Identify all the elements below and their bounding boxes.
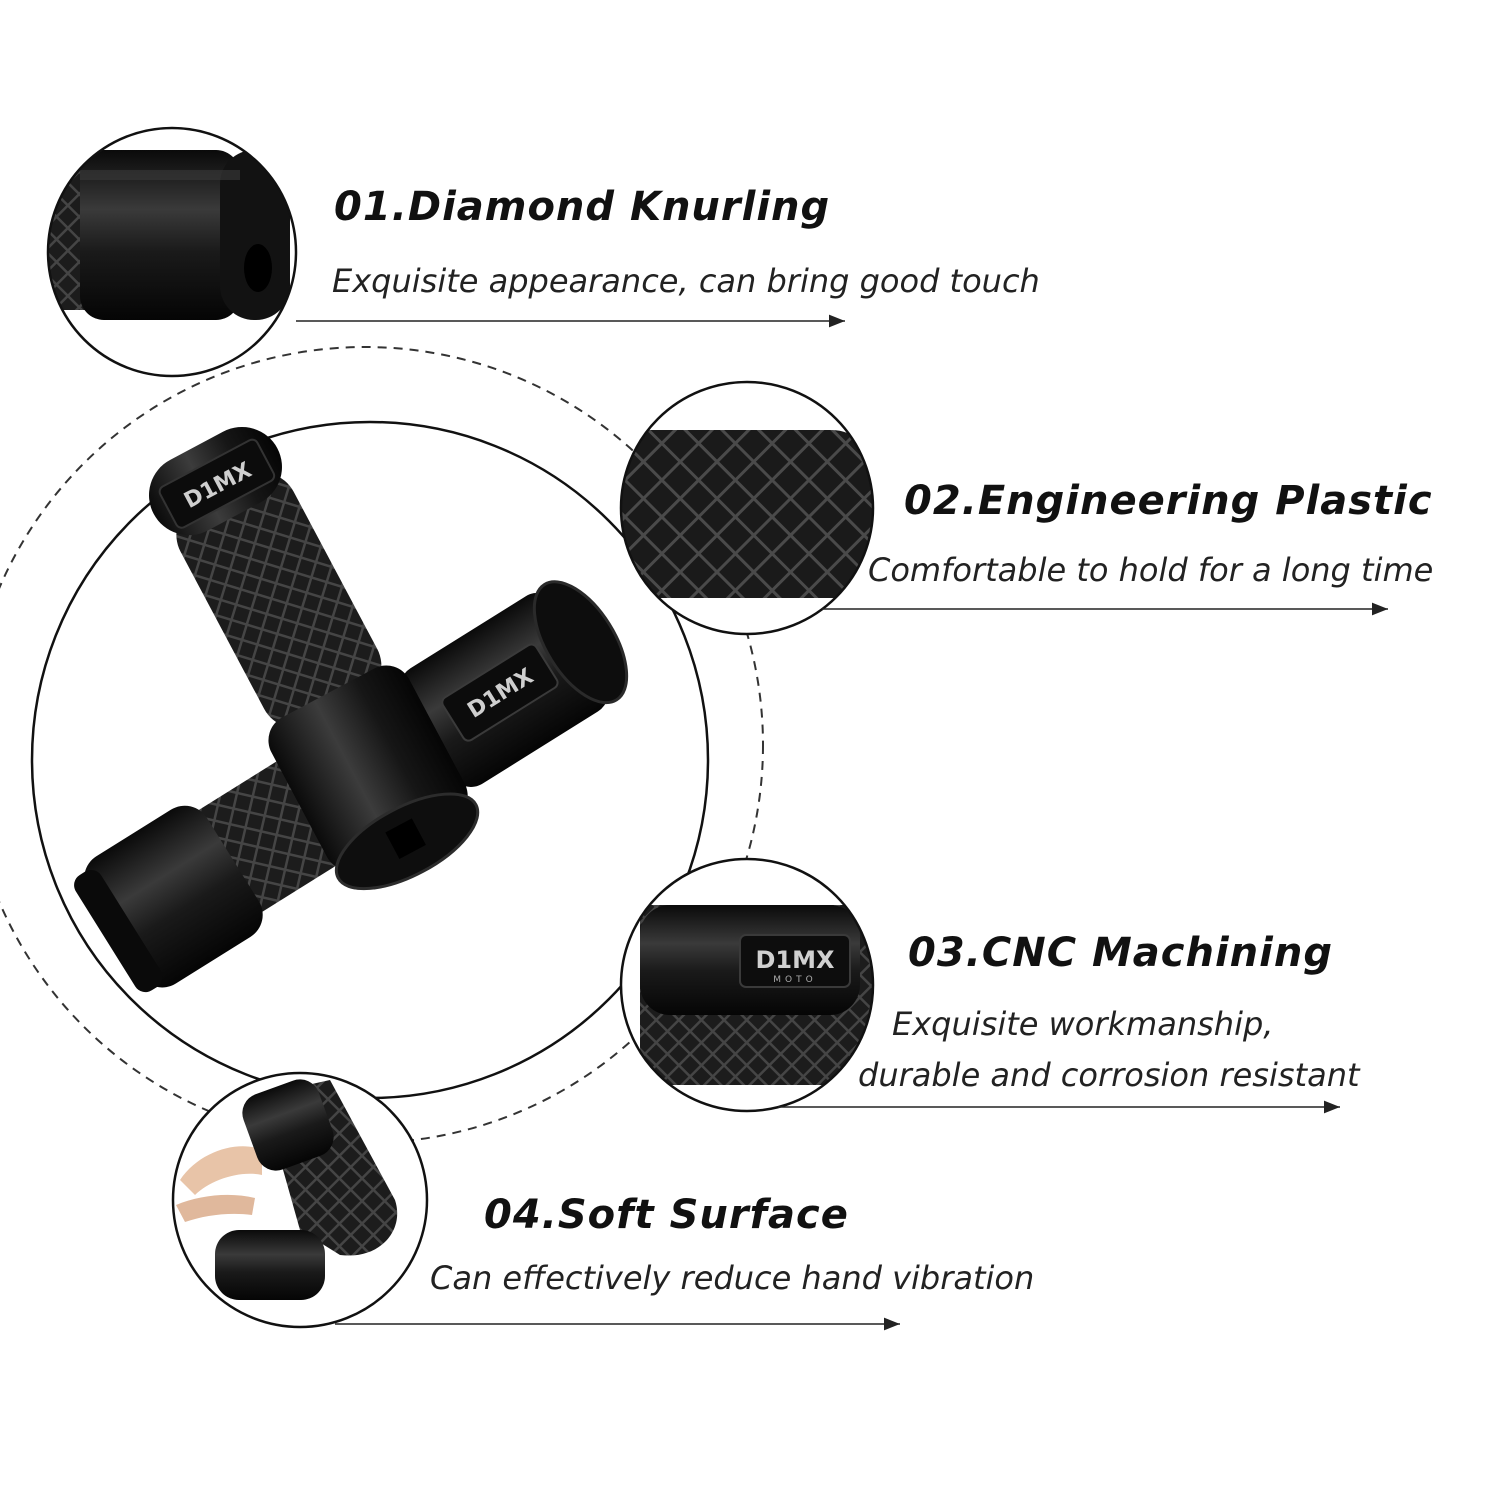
feature-3-title: 03.CNC Machining xyxy=(908,930,1333,976)
feature-1-title: 01.Diamond Knurling xyxy=(334,184,831,230)
detail-circle-4 xyxy=(171,1071,429,1329)
detail-circle-1 xyxy=(46,126,298,378)
feature-4-desc: Can effectively reduce hand vibration xyxy=(430,1259,1035,1297)
logo-d1mx-detail: D1MX xyxy=(755,946,835,974)
logo-moto-detail: MOTO xyxy=(773,975,816,985)
feature-4-title: 04.Soft Surface xyxy=(484,1192,849,1238)
feature-1-desc: Exquisite appearance, can bring good tou… xyxy=(332,262,1040,300)
feature-2-title: 02.Engineering Plastic xyxy=(904,478,1433,524)
feature-2-desc: Comfortable to hold for a long time xyxy=(868,551,1434,589)
main-product-image: D1MX D1MX xyxy=(74,426,629,993)
feature-3-desc-line-1: Exquisite workmanship, xyxy=(892,1005,1274,1043)
detail-circle-2 xyxy=(619,380,875,636)
feature-3-desc-line-2: durable and corrosion resistant xyxy=(858,1056,1360,1094)
detail-circle-3: D1MX MOTO xyxy=(619,857,875,1113)
